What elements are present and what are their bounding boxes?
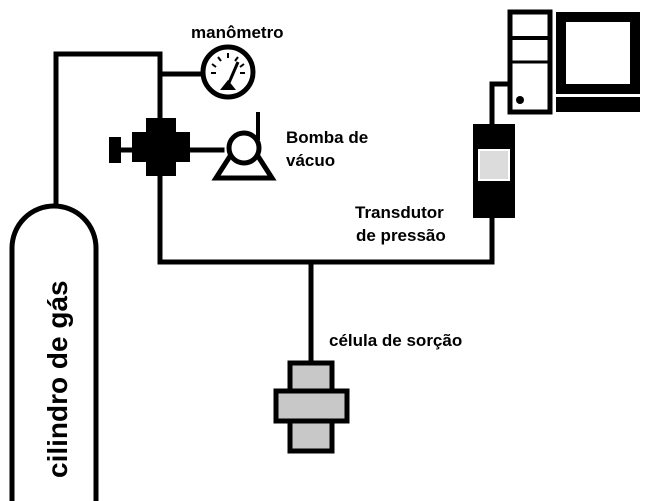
valve (109, 118, 190, 176)
cable-transducer-to-computer (489, 81, 515, 129)
transducer-window (478, 149, 510, 181)
sorption-cell-label: célula de sorção (329, 331, 462, 350)
manometer-label: manômetro (191, 23, 284, 42)
pressure-transducer (473, 124, 515, 218)
manometer (200, 44, 256, 100)
valve-crossbar (132, 132, 190, 162)
computer-stand (556, 97, 640, 112)
transducer-label-line1: Transdutor (355, 203, 444, 222)
gas-cylinder-label: cilindro de gás (42, 280, 73, 478)
vacuum-pump-icon (211, 112, 277, 181)
computer-screen (566, 22, 630, 84)
cell-bottom (287, 418, 335, 454)
piping (53, 51, 515, 365)
pump-rotor (226, 130, 262, 166)
vacuum-pump-label-line2: vácuo (286, 151, 335, 170)
valve-handle-icon (109, 137, 121, 163)
gas-cylinder (9, 203, 99, 501)
gauge-needle (226, 61, 240, 86)
computer-icon (507, 9, 640, 115)
pipe-cylinder-to-valve (53, 51, 163, 208)
transducer-label-line2: de pressão (356, 226, 446, 245)
sorption-cell-icon (273, 360, 350, 454)
gauge-icon (200, 44, 256, 100)
cell-top (287, 360, 335, 394)
cell-middle (273, 388, 350, 424)
vacuum-pump-label-line1: Bomba de (286, 128, 368, 147)
